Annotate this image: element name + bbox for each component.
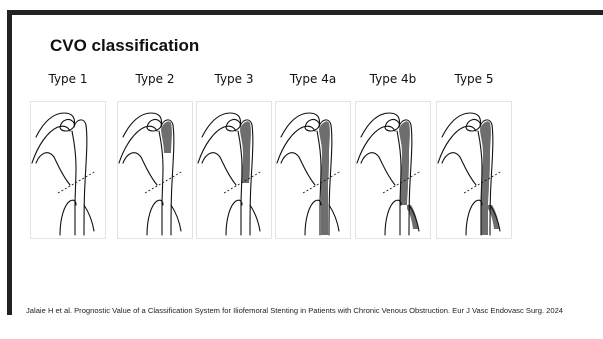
panel-label: Type 4b <box>355 72 431 86</box>
saphenous-junction <box>466 200 482 235</box>
internal-iliac-branch <box>361 153 395 185</box>
confluence-outline <box>147 120 161 131</box>
occlusion-common-femoral <box>481 183 489 205</box>
occlusion-common-iliac <box>399 121 410 153</box>
occlusion-femoral <box>481 205 488 235</box>
panel-frame <box>197 102 272 239</box>
panel-type-1: Type 1 <box>30 72 106 240</box>
vein-diagram-type-5 <box>436 101 512 239</box>
ivc-outline-left <box>361 113 400 137</box>
vein-diagram-type-1 <box>30 101 106 239</box>
confluence-outline <box>466 120 480 131</box>
contralateral-iliac-outline <box>277 126 315 163</box>
panel-frame <box>437 102 512 239</box>
internal-iliac-branch <box>123 153 157 185</box>
panel-frame <box>276 102 351 239</box>
vein-diagram-type-4a <box>275 101 351 239</box>
internal-iliac-branch <box>36 153 70 185</box>
ivc-outline-left <box>281 113 320 137</box>
saphenous-junction <box>147 200 163 235</box>
panel-frame <box>118 102 193 239</box>
internal-iliac-branch <box>202 153 236 185</box>
panel-frame <box>31 102 106 239</box>
confluence-outline <box>385 120 399 131</box>
deep-femoral-branch <box>171 205 181 231</box>
saphenous-junction <box>385 200 401 235</box>
internal-iliac-branch <box>281 153 315 185</box>
occlusion-common-iliac <box>161 121 172 153</box>
occlusion-common-femoral-long <box>321 183 328 235</box>
contralateral-iliac-outline <box>32 126 70 163</box>
panel-type-5: Type 5 <box>436 72 512 240</box>
vein-diagram-type-3 <box>196 101 272 239</box>
saphenous-junction <box>305 200 321 235</box>
top-accent-rule <box>7 10 603 15</box>
slide-title: CVO classification <box>50 36 199 56</box>
occlusion-common-iliac <box>319 121 330 153</box>
panel-label: Type 1 <box>30 72 106 86</box>
inguinal-ligament-line <box>145 171 183 193</box>
confluence-outline <box>60 120 74 131</box>
panel-label: Type 2 <box>117 72 193 86</box>
ivc-outline-left <box>442 113 481 137</box>
internal-iliac-branch <box>442 153 476 185</box>
panel-frame <box>356 102 431 239</box>
panel-type-3: Type 3 <box>196 72 272 240</box>
panel-label: Type 3 <box>196 72 272 86</box>
panel-label: Type 5 <box>436 72 512 86</box>
confluence-outline <box>226 120 240 131</box>
panel-label: Type 4a <box>275 72 351 86</box>
occlusion-common-iliac <box>240 121 251 153</box>
deep-femoral-branch <box>329 205 339 231</box>
ivc-outline-left <box>36 113 75 137</box>
panel-type-4b: Type 4b <box>355 72 431 240</box>
vein-diagram-type-4b <box>355 101 431 239</box>
citation: Jalaie H et al. Prognostic Value of a Cl… <box>26 307 591 315</box>
saphenous-junction <box>60 200 76 235</box>
saphenous-junction <box>226 200 242 235</box>
occlusion-common-iliac <box>480 121 491 153</box>
confluence-outline <box>305 120 319 131</box>
contralateral-iliac-outline <box>198 126 236 163</box>
contralateral-iliac-outline <box>119 126 157 163</box>
panel-type-4a: Type 4a <box>275 72 351 240</box>
contralateral-iliac-outline <box>357 126 395 163</box>
left-accent-rule <box>7 10 12 315</box>
ivc-outline-left <box>123 113 162 137</box>
deep-femoral-branch <box>250 205 260 231</box>
deep-femoral-branch <box>84 205 94 231</box>
vein-diagram-type-2 <box>117 101 193 239</box>
inguinal-ligament-line <box>58 171 96 193</box>
occlusion-common-femoral <box>400 183 408 205</box>
ivc-outline-left <box>202 113 241 137</box>
contralateral-iliac-outline <box>438 126 476 163</box>
panel-type-2: Type 2 <box>117 72 193 240</box>
